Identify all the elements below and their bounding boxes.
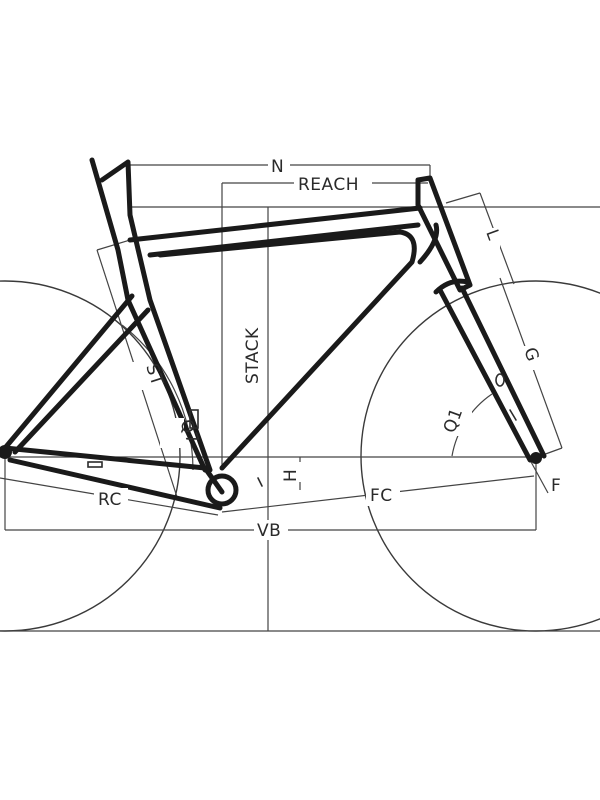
front-wheel bbox=[360, 280, 600, 632]
f-dimension-line bbox=[529, 459, 549, 494]
l-tick-top bbox=[445, 192, 481, 204]
label-g: G bbox=[519, 345, 542, 365]
label-h: H bbox=[281, 469, 301, 482]
label-rc: RC bbox=[98, 490, 122, 510]
label-stack: STACK bbox=[243, 327, 263, 384]
label-f: F bbox=[551, 476, 561, 496]
label-fc: FC bbox=[370, 486, 393, 506]
label-vb: VB bbox=[257, 521, 281, 541]
label-reach: REACH bbox=[298, 175, 359, 195]
bike-frame bbox=[0, 157, 547, 511]
label-n: N bbox=[271, 157, 284, 177]
q7-arc bbox=[121, 324, 194, 471]
st-tick bbox=[96, 239, 131, 251]
